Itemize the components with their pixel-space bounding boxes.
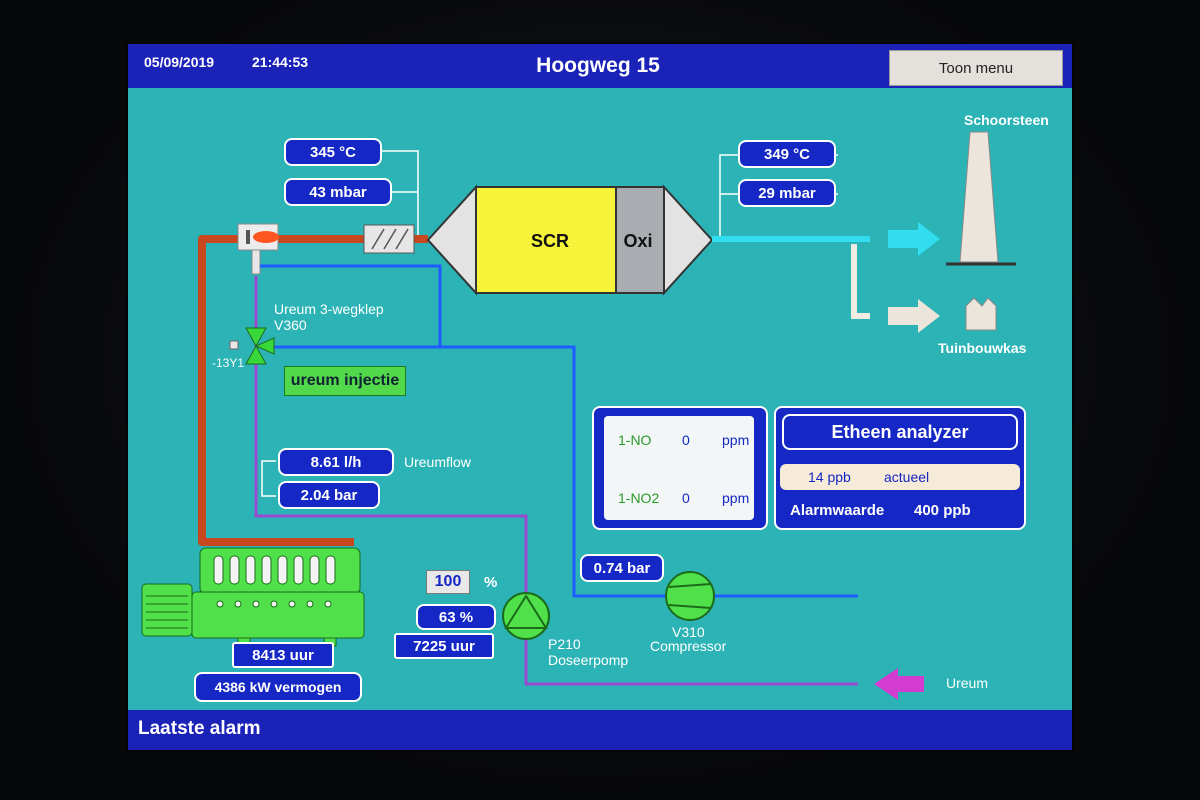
engine-power-readout: 4386 kW vermogen (194, 672, 362, 702)
arrow-right-icon (888, 222, 940, 256)
compressor-tag-label: V310 (672, 624, 705, 640)
greenhouse-label: Tuinbouwkas (938, 340, 1027, 356)
pump-tag-label: P210 (548, 636, 581, 652)
outlet-temperature-readout: 349 °C (738, 140, 836, 168)
nox-analyzer-panel: 1-NO 0 ppm 1-NO2 0 ppm (592, 406, 768, 530)
ethene-reading-value: 14 ppb (808, 469, 851, 485)
engine-hours-readout: 8413 uur (232, 642, 334, 668)
outlet-pressure-readout: 29 mbar (738, 179, 836, 207)
show-menu-button[interactable]: Toon menu (889, 50, 1063, 86)
alarm-bar[interactable]: Laatste alarm (128, 710, 1072, 750)
ethene-alarm-value: 400 ppb (914, 502, 971, 519)
valve-id-label: -13Y1 (212, 356, 245, 370)
pump-name-label: Doseerpomp (548, 652, 629, 668)
valve-name-label: Ureum 3-wegklep (274, 301, 384, 317)
scr-label: SCR (531, 231, 569, 251)
pump-speed-readout: 63 % (416, 604, 496, 630)
oxi-label: Oxi (623, 231, 652, 251)
greenhouse-icon (965, 297, 997, 331)
title-bar: 05/09/2019 21:44:53 Hoogweg 15 Toon menu (128, 44, 1072, 88)
pump-icon (502, 592, 550, 640)
urea-flow-label: Ureumflow (404, 454, 471, 470)
pump-setpoint-input[interactable]: 100 (426, 570, 470, 594)
nox-name: 1-NO2 (618, 490, 660, 506)
nox-unit: ppm (722, 432, 750, 448)
hmi-screen: 05/09/2019 21:44:53 Hoogweg 15 Toon menu (128, 44, 1072, 750)
urea-injection-button[interactable]: ureum injectie (284, 366, 406, 396)
time-display: 21:44:53 (252, 54, 309, 70)
urea-supply-label: Ureum (946, 675, 989, 691)
arrow-right-icon (888, 299, 940, 333)
nox-display: 1-NO 0 ppm 1-NO2 0 ppm (604, 416, 754, 520)
urea-line (254, 276, 858, 686)
urea-pressure-readout: 2.04 bar (278, 481, 380, 509)
page-title: Hoogweg 15 (536, 54, 660, 77)
nox-unit: ppm (722, 490, 750, 506)
nox-name: 1-NO (618, 432, 652, 448)
engine-icon (141, 547, 365, 647)
air-lines (260, 264, 858, 598)
burner-icon (237, 223, 279, 275)
compressor-pressure-readout: 0.74 bar (580, 554, 664, 582)
three-way-valve-icon (229, 327, 275, 365)
arrow-left-icon (874, 668, 924, 700)
nox-value: 0 (682, 490, 690, 506)
ethene-reading: 14 ppb actueel (780, 464, 1020, 490)
urea-flow-readout: 8.61 l/h (278, 448, 394, 476)
exhaust-pipe (198, 235, 428, 546)
static-mixer-icon (363, 224, 415, 254)
chimney-icon (946, 131, 1016, 266)
ethene-analyzer-title[interactable]: Etheen analyzer (782, 414, 1018, 450)
clean-gas-line (712, 236, 870, 319)
reactor-vessel: SCR Oxi (426, 184, 714, 296)
date-display: 05/09/2019 (144, 54, 215, 70)
inlet-pressure-readout: 43 mbar (284, 178, 392, 206)
compressor-name-label: Compressor (650, 638, 727, 654)
last-alarm-label: Laatste alarm (138, 718, 261, 739)
chimney-label: Schoorsteen (964, 112, 1049, 128)
pump-hours-readout: 7225 uur (394, 633, 494, 659)
ethene-reading-label: actueel (884, 469, 930, 485)
valve-tag-label: V360 (274, 317, 307, 333)
pump-setpoint-unit: % (484, 574, 498, 591)
ethene-alarm-label: Alarmwaarde (790, 502, 885, 519)
nox-value: 0 (682, 432, 690, 448)
inlet-temperature-readout: 345 °C (284, 138, 382, 166)
ethene-analyzer-panel: Etheen analyzer 14 ppb actueel Alarmwaar… (774, 406, 1026, 530)
compressor-icon (665, 571, 715, 621)
